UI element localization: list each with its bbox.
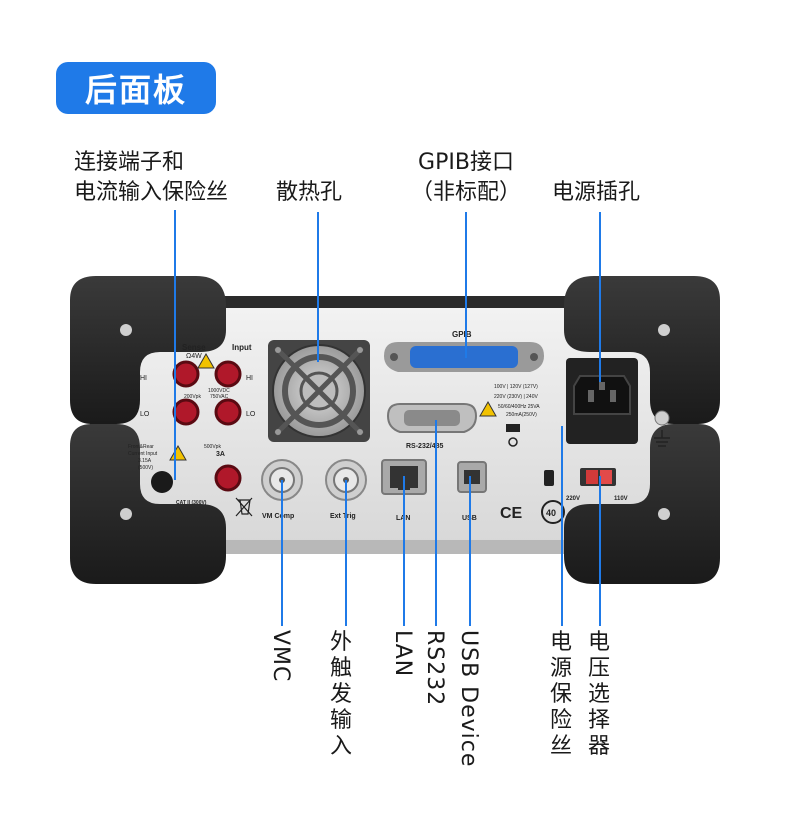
callout-fuse: 电 源 保 险 丝 [548, 630, 574, 760]
ce-mark: CE [500, 505, 523, 522]
label-3a: 3A [216, 451, 225, 458]
callout-vmc: VMC [268, 630, 293, 683]
warning-icon [197, 352, 215, 369]
power-socket[interactable] [566, 358, 638, 444]
callout-vent: 散热孔 [276, 180, 343, 205]
fuse-char-2: 源 [549, 656, 572, 681]
label-gpib: GPIB [452, 330, 472, 339]
vsel-char-1: 电 [587, 630, 610, 655]
label-input: Input [232, 343, 252, 352]
bumper-top-left [70, 276, 226, 424]
callout-lan: LAN [390, 630, 415, 678]
label-volt1: 100V | 120V (127V) [494, 384, 538, 390]
callout-gpib-line2: （非标配） [410, 180, 521, 205]
label-lo-right: LO [246, 411, 256, 418]
fuse-char-3: 保 [549, 682, 572, 707]
callout-terminals: 连接端子和 电流输入保险丝 [74, 148, 228, 208]
label-cat: CAT II (300V) [176, 500, 207, 506]
section-title-badge: 后面板 [56, 62, 216, 114]
label-sense-sub: Ω4W [186, 353, 202, 360]
callout-ext-trig: 外 触 发 输 入 [328, 630, 354, 760]
callout-gpib-line1: GPIB接口 [418, 150, 514, 175]
label-fuse-spec: 250mA(250V) [506, 412, 537, 418]
ext-trig-char-2: 触 [329, 656, 352, 681]
weee-icon [235, 497, 253, 517]
terminal-block: Sense Ω4W Input HI HI LO LO 200Vpk 1000V… [128, 343, 256, 506]
leader-lines [174, 210, 601, 626]
warning-icon [479, 400, 497, 417]
label-220v: 220V [566, 496, 580, 502]
terminal-3a [214, 464, 242, 492]
callout-usb: USB Device [456, 630, 481, 768]
label-freq: 50/60/400Hz 25VA [498, 404, 540, 410]
callout-terminals-line1: 连接端子和 [74, 150, 185, 175]
vsel-char-3: 选 [587, 682, 610, 707]
label-1000vdc: 1000VDC [208, 388, 230, 394]
label-hi-right: HI [246, 375, 253, 382]
ground-screw [654, 410, 670, 426]
current-fuse-holder [151, 471, 173, 493]
callout-power-socket: 电源插孔 [552, 180, 641, 205]
lock-slot [506, 424, 520, 432]
rs232-connector[interactable]: RS-232/485 [386, 403, 478, 450]
callout-rs232: RS232 [422, 630, 447, 707]
rohs-40-icon: 40 [541, 500, 565, 524]
bumper-bottom-right [564, 424, 720, 584]
label-front-rear: Front&Rear [128, 444, 154, 450]
label-750vac: 750VAC [210, 394, 229, 400]
label-vmcomp: VM Comp [262, 513, 294, 520]
callout-voltage-selector: 电 压 选 择 器 [586, 630, 612, 760]
ground-icon [654, 430, 670, 447]
lock-icon [508, 437, 518, 447]
callout-gpib: GPIB接口 （非标配） [404, 148, 528, 208]
voltage-selector-switch[interactable] [580, 468, 616, 486]
screw-tr [658, 324, 670, 336]
screw-tl [120, 324, 132, 336]
label-lo-left: LO [140, 411, 150, 418]
rohs-label: 40 [546, 508, 556, 518]
ext-trig-char-5: 入 [329, 734, 352, 759]
voltage-spec-label: 100V | 120V (127V) 220V (230V) | 240V 50… [479, 384, 540, 447]
bumper-bottom-left [70, 424, 226, 584]
terminal-sense-hi [172, 360, 200, 388]
label-fuse-rating: 3.15A [138, 458, 152, 464]
ext-trig-char-3: 发 [329, 682, 352, 707]
vsel-char-5: 器 [587, 734, 610, 759]
label-exttrig: Ext Trig [330, 513, 356, 520]
screw-br [658, 508, 670, 520]
power-fuse[interactable] [544, 470, 554, 486]
label-rs232: RS-232/485 [406, 443, 443, 450]
fuse-char-5: 丝 [549, 734, 572, 759]
label-500vpk: 500Vpk [204, 444, 221, 450]
label-200vpk: 200Vpk [184, 394, 201, 400]
bottom-trim [100, 540, 686, 554]
label-hi-left: HI [140, 375, 147, 382]
label-110v: 110V [614, 496, 628, 502]
callout-terminals-line2: 电流输入保险丝 [74, 180, 229, 205]
fuse-char-4: 险 [549, 708, 572, 733]
terminal-input-lo [214, 398, 242, 426]
fuse-char-1: 电 [549, 630, 572, 655]
label-volt2: 220V (230V) | 240V [494, 394, 538, 400]
ext-trig-char-4: 输 [329, 708, 352, 733]
label-current-input: Current Input [128, 451, 158, 457]
vsel-char-2: 压 [587, 656, 610, 681]
screw-bl [120, 508, 132, 520]
label-sense: Sense [182, 343, 206, 352]
gpib-connector[interactable]: GPIB [384, 330, 544, 372]
terminal-sense-lo [172, 398, 200, 426]
vsel-char-4: 择 [587, 708, 610, 733]
terminal-input-hi [214, 360, 242, 388]
bumper-top-right [564, 276, 720, 424]
label-fuse-v: (500V) [138, 465, 153, 471]
ext-trig-char-1: 外 [329, 630, 352, 655]
